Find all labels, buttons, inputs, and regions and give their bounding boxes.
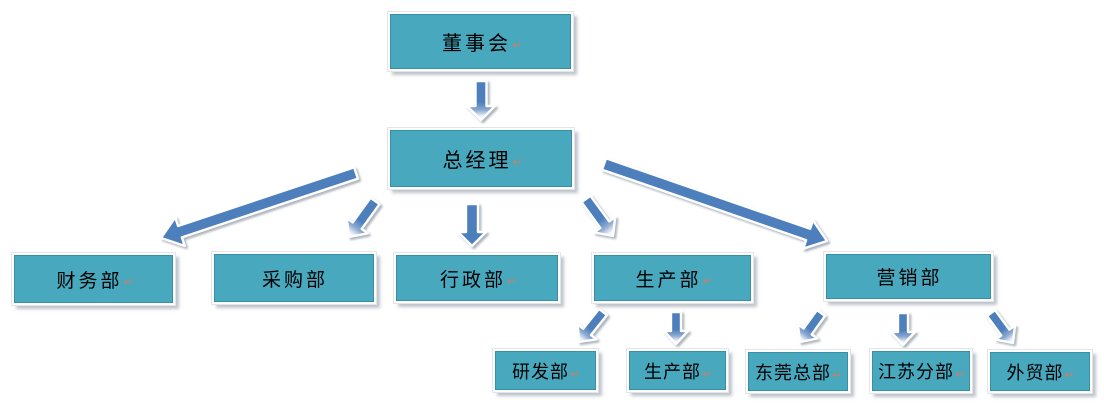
org-node-label: 营销部 — [876, 268, 943, 289]
org-node-label: 东莞总部 — [754, 362, 831, 383]
org-node-trade[interactable]: 外贸部↵ — [988, 350, 1092, 393]
paragraph-mark-icon: ↵ — [511, 37, 523, 52]
paragraph-mark-icon: ↵ — [506, 274, 518, 288]
org-node-rnd[interactable]: 研发部↵ — [493, 349, 598, 392]
org-node-production2[interactable]: 生产部↵ — [627, 349, 728, 392]
connector-arrow-marketing-to-dongguan[interactable] — [796, 308, 827, 344]
paragraph-mark-icon: ↵ — [123, 275, 134, 289]
org-node-label: 行政部 — [439, 269, 506, 291]
paragraph-mark-icon: ↵ — [701, 366, 713, 381]
paragraph-mark-icon: ↵ — [569, 366, 581, 381]
org-node-label: 采购部 — [261, 269, 328, 291]
org-node-purchasing[interactable]: 采购部 — [212, 252, 376, 304]
org-node-marketing[interactable]: 营销部 — [824, 252, 993, 301]
org-node-dongguan[interactable]: 东莞总部↵ — [746, 350, 850, 393]
paragraph-mark-icon: ↵ — [1064, 367, 1075, 382]
paragraph-mark-icon: ↵ — [954, 367, 966, 381]
org-node-label: 生产部 — [635, 269, 702, 291]
connector-arrow-gm-to-purchasing[interactable] — [345, 196, 381, 239]
connector-arrow-marketing-to-jiangsu[interactable] — [889, 311, 917, 347]
paragraph-mark-icon: ↵ — [831, 367, 843, 382]
org-node-label: 财务部 — [56, 270, 123, 292]
org-node-label: 江苏分部 — [877, 362, 954, 382]
connector-arrow-production-to-rnd[interactable] — [576, 307, 609, 344]
paragraph-mark-icon: ↵ — [512, 154, 523, 169]
org-node-board[interactable]: 董事会↵ — [388, 12, 573, 71]
org-node-label: 董事会 — [441, 33, 511, 55]
org-node-admin[interactable]: 行政部↵ — [394, 253, 560, 303]
org-node-jiangsu[interactable]: 江苏分部↵ — [870, 349, 972, 393]
connector-arrow-production-to-production2[interactable] — [662, 310, 690, 346]
org-node-label: 外贸部 — [1006, 362, 1064, 383]
org-node-label: 生产部 — [643, 361, 701, 382]
org-node-production[interactable]: 生产部↵ — [592, 253, 753, 303]
org-node-label: 总经理 — [442, 150, 512, 172]
connector-arrow-gm-to-marketing[interactable] — [600, 157, 829, 250]
connector-arrow-board-to-gm[interactable] — [465, 79, 497, 122]
connector-arrow-marketing-to-trade[interactable] — [985, 308, 1017, 345]
connector-arrow-gm-to-admin[interactable] — [456, 202, 488, 248]
org-node-gm[interactable]: 总经理↵ — [388, 128, 574, 189]
paragraph-mark-icon: ↵ — [702, 274, 713, 288]
org-node-finance[interactable]: 财务部↵ — [12, 253, 175, 305]
connector-arrow-gm-to-finance[interactable] — [159, 166, 360, 248]
org-node-label: 研发部 — [511, 361, 569, 382]
connector-arrow-gm-to-production[interactable] — [580, 194, 617, 238]
